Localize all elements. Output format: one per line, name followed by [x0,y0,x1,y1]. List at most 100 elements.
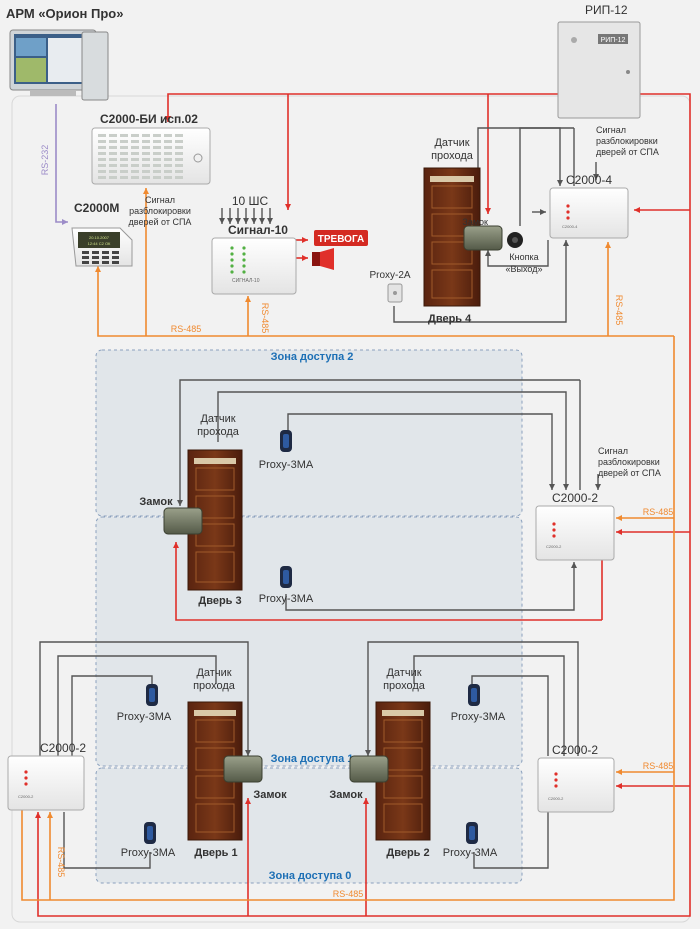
c2000m-key [82,256,89,259]
c2000-bi-indicator [142,164,150,167]
rs485-label-bottom: RS-485 [333,889,364,899]
c2000-2-mid-title: С2000-2 [552,491,598,505]
c2000-bi-indicator [98,176,106,179]
c2000m-key [112,261,119,264]
proxy-3ma-z2-bottom-label: Proxy-3MA [259,593,314,605]
signal-unlock-mid-1: Сигнал [598,446,628,456]
signal-10-device: СИГНАЛ-10 [211,237,297,295]
c2000-2-left-plate: С2000-2 [18,794,34,799]
signal-10-led [230,270,234,274]
c2000-bi-indicator [142,134,150,137]
c2000-bi-indicator [120,140,128,143]
door-2-label: Дверь 2 [386,847,429,859]
proxy-3ma-d2-top-label: Proxy-3MA [451,711,506,723]
c2000-bi-indicator [120,146,128,149]
c2000m-console: 20.10.2007 12:44 С2 ОК [71,227,133,267]
c2000-bi-indicator [153,176,161,179]
sensor-d2-1: Датчик [386,667,421,679]
zone-2-area [95,349,523,517]
c2000-bi-indicator [153,164,161,167]
c2000-bi-indicator [153,152,161,155]
signal-10-led [242,246,246,250]
rs485-label-c2000-2-left: RS-485 [56,847,66,878]
c2000-bi-indicator [131,134,139,137]
c2000-bi-indicator [131,140,139,143]
c2000-2-right-title: С2000-2 [552,743,598,757]
proxy-3ma-z2-top-label: Proxy-3MA [259,459,314,471]
lock-d2-label: Замок [329,789,363,801]
c2000-bi-indicator [120,164,128,167]
c2000-bi-indicator [120,134,128,137]
c2000-bi-indicator [175,158,183,161]
c2000-2-left-title: С2000-2 [40,741,86,755]
proxy-3ma-d1-top-label: Proxy-3MA [117,711,172,723]
signal-10-led [230,264,234,268]
c2000-bi-indicator [164,134,172,137]
lock-3-icon [163,507,203,535]
c2000-bi-indicator [109,164,117,167]
c2000-2-left-device: С2000-2 [7,755,85,811]
c2000-bi-panel [91,127,211,185]
c2000-4-device: С2000-4 [549,187,629,239]
signal-unlock-right-3: дверей от СПА [596,147,659,157]
c2000-bi-indicator [164,146,172,149]
zone-1-label: Зона доступа 1 [271,753,354,765]
rs485-label-main: RS-485 [171,324,202,334]
c2000-bi-title: С2000-БИ исп.02 [100,112,198,126]
c2000-bi-indicator [109,146,117,149]
proxy-3ma-z2-bottom [280,566,292,588]
signal-lines [39,127,601,869]
sensor-z2-1: Датчик [200,413,235,425]
signal-unlock-mid-3: дверей от СПА [598,468,661,478]
c2000-bi-indicator [98,140,106,143]
c2000-bi-indicator [175,146,183,149]
rs485-lines [21,188,675,901]
c2000-bi-indicator [153,170,161,173]
door-1-label: Дверь 1 [194,847,237,859]
signal-10-led [230,252,234,256]
c2000m-key [92,256,99,259]
lock-4-icon [463,225,503,251]
c2000m-key [92,251,99,254]
c2000-bi-indicator [98,134,106,137]
c2000-bi-indicator [98,158,106,161]
signal-unlock-left-2: разблокировки [129,206,191,216]
c2000-bi-indicator [131,146,139,149]
c2000-bi-indicator [175,140,183,143]
c2000-bi-indicator [142,176,150,179]
c2000-bi-indicator [131,152,139,155]
rs485-label-c2000-2-right: RS-485 [643,761,674,771]
c2000-bi-indicator [98,164,106,167]
c2000-bi-indicator [175,152,183,155]
c2000-bi-indicator [142,146,150,149]
c2000-bi-indicator [142,170,150,173]
rip-12-plate: РИП-12 [601,37,626,44]
signal-10-plate: СИГНАЛ-10 [232,278,260,284]
signal-10-leds [230,246,246,274]
zone-2-label: Зона доступа 2 [271,351,354,363]
power-lines [35,93,691,917]
proxy-3ma-d2-top [468,684,480,706]
c2000-bi-indicator [175,164,183,167]
signal-unlock-left-1: Сигнал [145,195,175,205]
rs232-label: RS-232 [40,145,50,176]
signal-10-led [242,252,246,256]
c2000-bi-indicator [142,140,150,143]
siren-icon [312,248,334,270]
door-4-label: Дверь 4 [428,313,472,325]
c2000-bi-indicator [131,170,139,173]
c2000m-key [92,261,99,264]
proxy-3ma-d2-bottom [466,822,478,844]
c2000m-key [112,251,119,254]
c2000-bi-indicator [109,176,117,179]
sensor-top-2: прохода [431,150,474,162]
c2000-bi-indicator [109,140,117,143]
lock-d1-label: Замок [253,789,287,801]
sensor-d1-2: прохода [193,680,236,692]
c2000-bi-indicator [142,152,150,155]
c2000-4-title: С2000-4 [566,173,612,187]
lock-2-icon [349,755,389,783]
signal-10-title: Сигнал-10 [228,223,288,237]
